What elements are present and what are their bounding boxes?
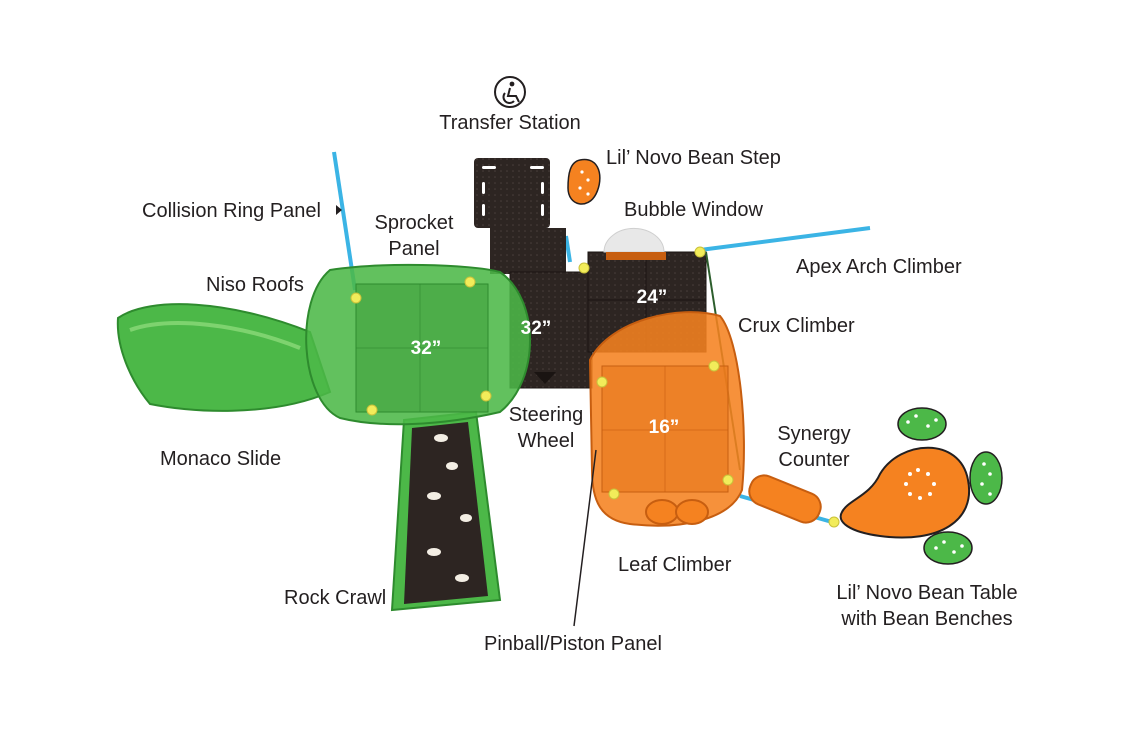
label-synergy-counter: Synergy Counter [766,421,862,473]
label-lil-novo-bean-step: Lil’ Novo Bean Step [606,147,781,169]
rock-crawl [390,410,502,612]
dimension-center-deck: 32” [521,318,552,339]
label-synergy-counter-line1: Synergy [777,423,851,445]
deck-joints [350,246,840,528]
dimension-green-deck: 32” [411,338,442,359]
steering-wheel-icon [534,372,556,384]
label-bean-table: Lil’ Novo Bean Table with Bean Benches [822,580,1032,632]
label-monaco-slide: Monaco Slide [160,448,282,470]
orange-niso-roof [588,311,745,527]
label-steering-wheel-line2: Wheel [517,430,575,452]
synergy-counter [748,474,822,524]
label-bean-table-line2: with Bean Benches [841,608,1013,630]
label-transfer-station: Transfer Station [439,112,581,134]
label-bubble-window: Bubble Window [624,199,763,221]
dimension-right-deck: 24” [637,287,668,308]
label-crux-climber: Crux Climber [738,315,855,337]
bean-table [839,446,971,539]
label-rock-crawl: Rock Crawl [284,587,387,609]
slide-highlight [129,321,301,350]
label-collision-ring-panel: Collision Ring Panel [142,200,321,222]
label-apex-arch-climber: Apex Arch Climber [796,256,962,278]
label-sprocket-panel-line1: Sprocket [374,212,454,234]
green-niso-roof [305,263,531,426]
bean-step [567,158,601,205]
bubble-window-dome [603,227,665,253]
transfer-station-deck [474,158,566,274]
label-synergy-counter-line2: Counter [778,449,850,471]
monaco-slide [116,303,332,412]
label-leaf-climber: Leaf Climber [618,554,732,576]
collision-ring-marker [336,205,342,215]
label-pinball-piston-panel: Pinball/Piston Panel [484,633,662,655]
leaf-climber [645,499,709,525]
dimension-orange-deck: 16” [649,417,680,438]
wheelchair-accessible-icon [494,76,526,108]
bubble-window-frame [606,252,666,260]
label-sprocket-panel: Sprocket Panel [364,210,464,262]
label-steering-wheel-line1: Steering [508,404,584,426]
bean-benches [897,407,1003,565]
label-sprocket-panel-line2: Panel [388,238,440,260]
label-steering-wheel: Steering Wheel [498,402,594,454]
label-bean-table-line1: Lil’ Novo Bean Table [836,582,1018,604]
pinball-leader-line [573,449,597,627]
label-niso-roofs: Niso Roofs [206,274,304,296]
